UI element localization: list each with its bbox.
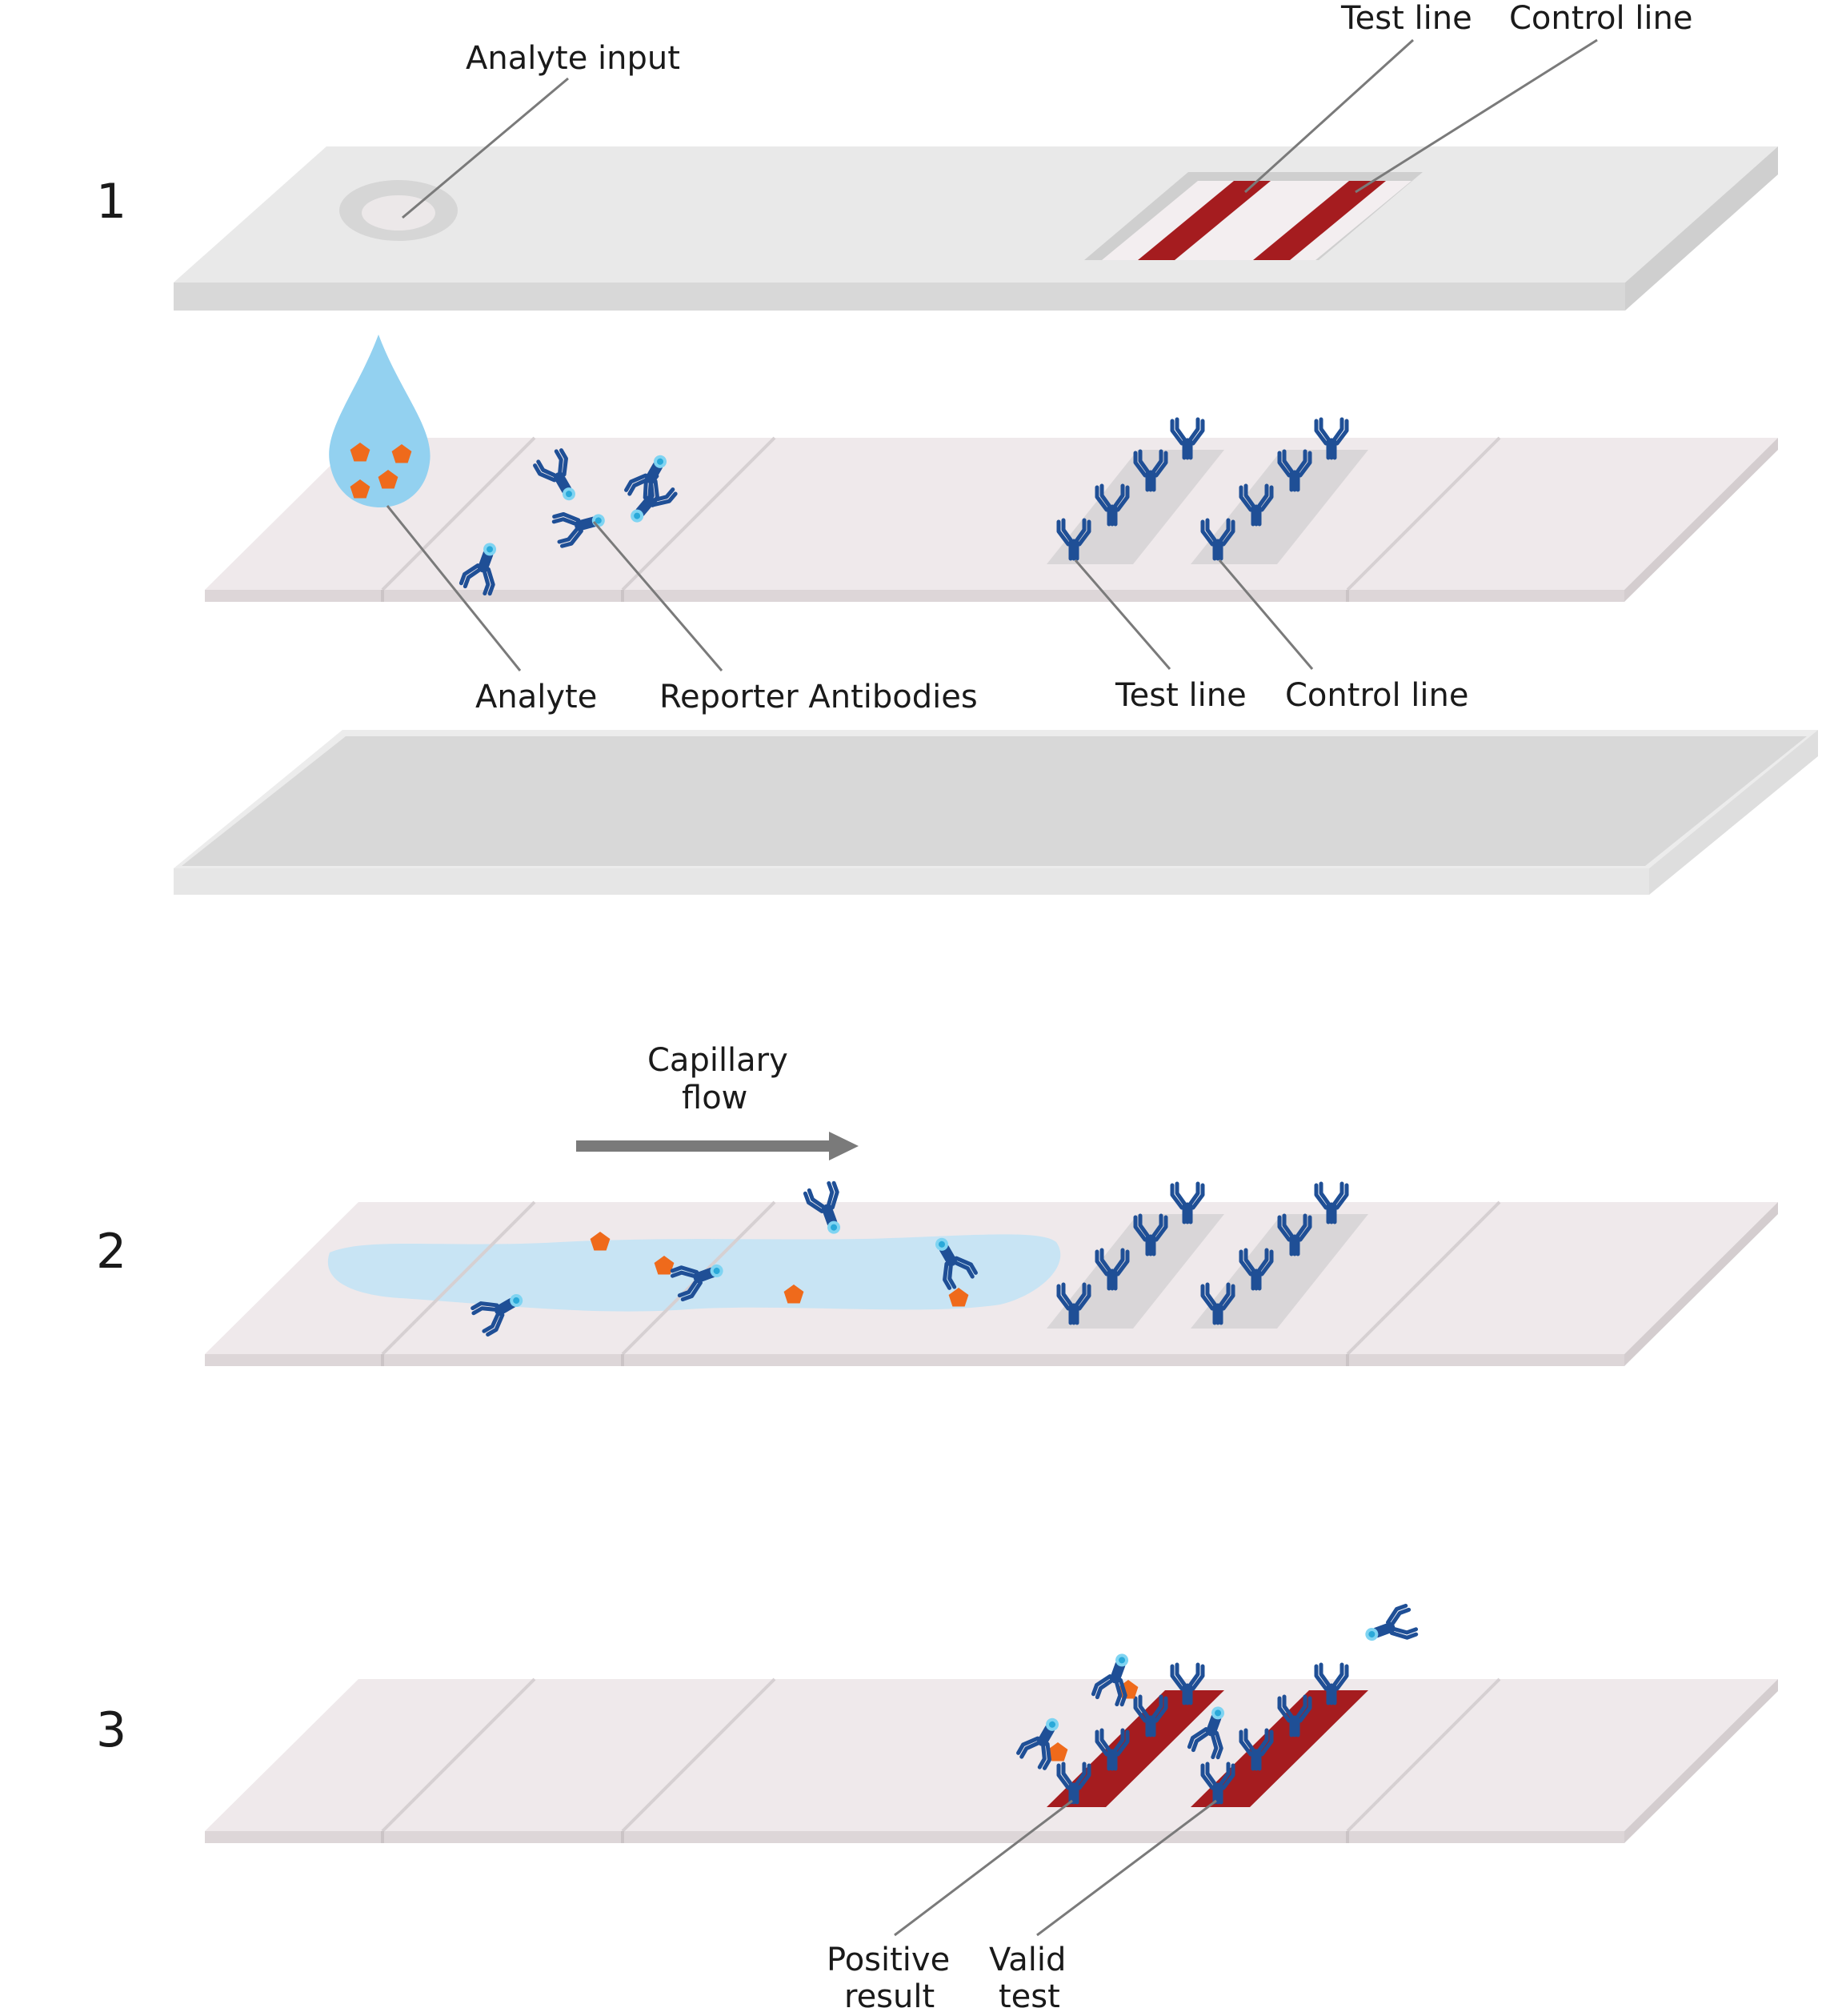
label-capillary-flow-1: Capillary [647,1042,788,1079]
label-positive-result-1: Positive [827,1942,950,1978]
label-analyte: Analyte [475,679,597,715]
test-line-positive [1047,1690,1224,1807]
result-window [1084,172,1423,260]
test-strip [205,436,1778,602]
test-strip-step2 [205,1200,1778,1366]
capillary-flow-arrow [576,1132,859,1160]
label-test-line-top: Test line [1340,0,1472,37]
label-reporter-antibodies: Reporter Antibodies [659,679,978,715]
label-control-line: Control line [1285,677,1469,714]
step-number-2: 2 [96,1224,126,1280]
control-line-top [1253,181,1386,260]
sample-well [339,180,458,241]
step-number-3: 3 [96,1702,126,1758]
label-test-line: Test line [1115,677,1247,714]
test-strip-step3 [205,1677,1778,1843]
test-line-top [1138,181,1271,260]
label-positive-result-2: result [844,1978,935,2015]
control-line-zone [1191,450,1368,564]
step-number-1: 1 [96,174,126,230]
control-line-valid [1191,1690,1368,1807]
label-valid-test-1: Valid [989,1942,1066,1978]
label-valid-test-2: test [999,1978,1060,2015]
sample-drop [329,335,430,507]
label-analyte-input: Analyte input [466,40,680,77]
test-line-zone [1047,450,1224,564]
label-control-line-top: Control line [1509,0,1693,37]
backing-card [174,730,1818,895]
label-capillary-flow-2: flow [682,1080,747,1116]
